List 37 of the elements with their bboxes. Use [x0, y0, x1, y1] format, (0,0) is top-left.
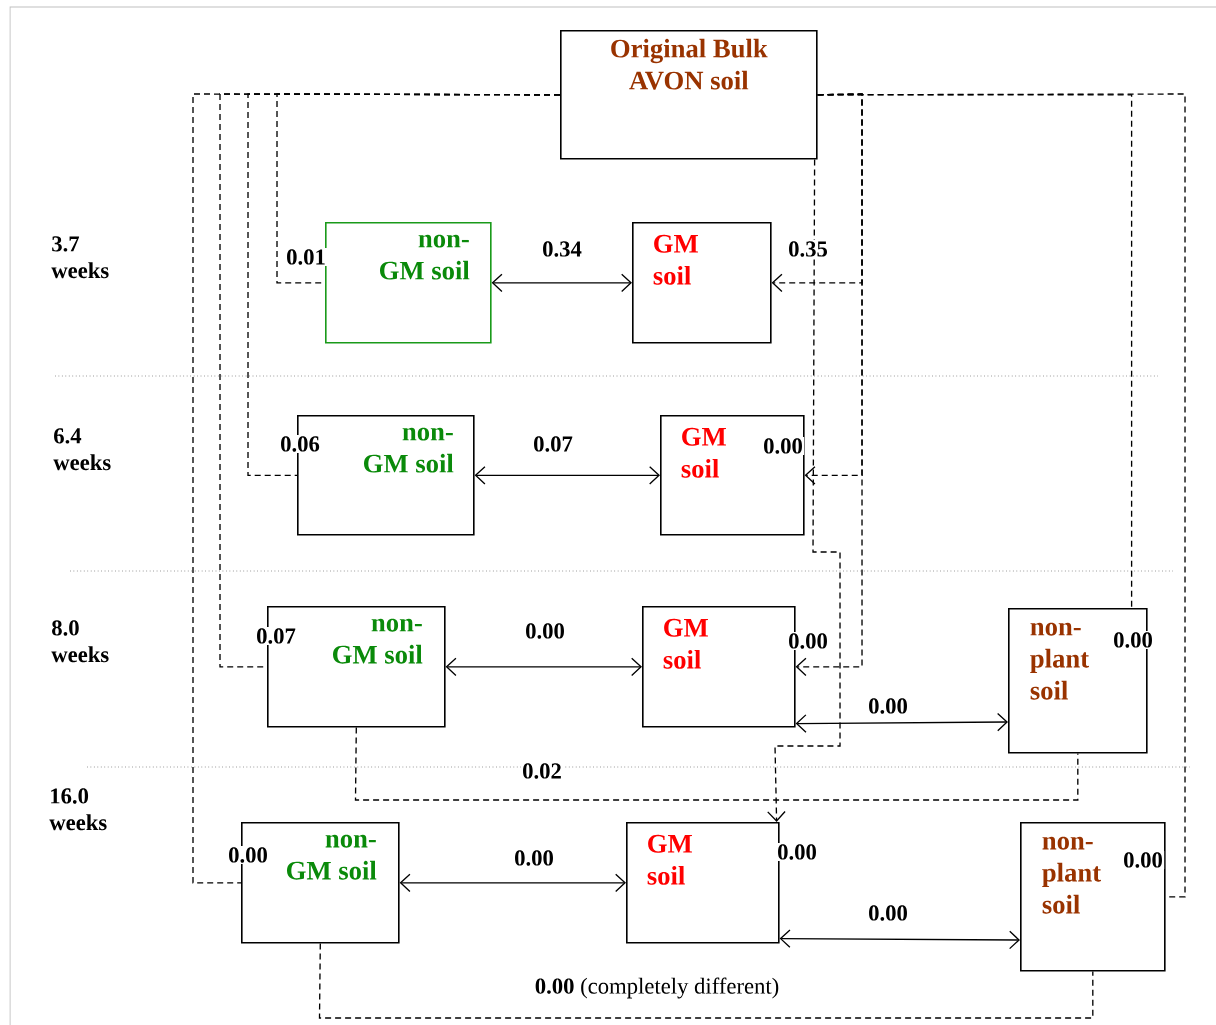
edge-label: 0.06 [278, 435, 322, 454]
soil-box: GM soil [632, 222, 772, 344]
edge-label: 0.00 [775, 843, 819, 862]
edge-label: 0.35 [786, 239, 830, 259]
edge-label: 0.02 [520, 762, 564, 781]
edge-label: 0.00 [523, 622, 567, 641]
double-arrow [474, 465, 660, 485]
edge-label: 0.00 (completely different) [533, 976, 781, 1000]
edge-label: 0.00 [512, 849, 556, 868]
arrow [795, 93, 863, 677]
connector-line [318, 942, 1094, 1019]
week-label: 3.7 weeks [51, 236, 109, 279]
soil-box: Original Bulk AVON soil [560, 30, 818, 160]
edge-label: 0.00 [866, 697, 910, 716]
edge-label: 0.00 [1111, 631, 1155, 650]
arrow [767, 158, 841, 822]
edge-label: 0.07 [254, 627, 298, 646]
soil-box: non- GM soil [325, 222, 492, 344]
edge-label: 0.00 [786, 632, 830, 651]
double-arrow [491, 273, 632, 293]
edge-label: 0.00 [226, 846, 270, 865]
double-arrow [399, 873, 626, 893]
week-label: 16.0 weeks [49, 788, 107, 831]
connector-line [816, 93, 1186, 898]
connector-line [354, 726, 1079, 801]
double-arrow [795, 712, 1008, 733]
connector-line [192, 93, 561, 884]
edge-label: 0.00 [1121, 851, 1165, 870]
edge-label: 0.07 [531, 435, 575, 454]
edge-label: 0.01 [284, 247, 328, 267]
week-label: 8.0 weeks [51, 620, 109, 663]
edge-label: 0.00 [866, 904, 910, 923]
double-arrow [445, 657, 642, 677]
double-arrow [779, 929, 1020, 950]
week-label: 6.4 weeks [53, 428, 111, 471]
edge-label: 0.34 [540, 239, 584, 259]
edge-label: 0.00 [761, 437, 805, 456]
